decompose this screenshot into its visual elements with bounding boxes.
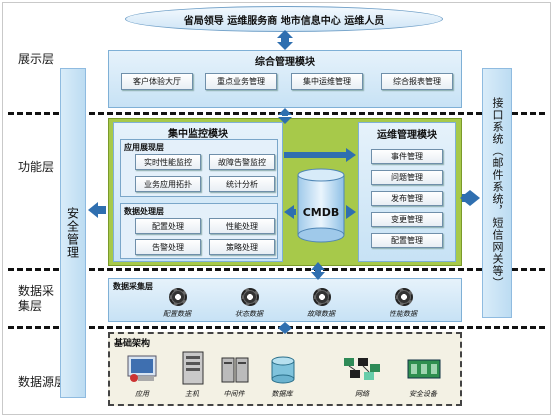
infra-security-label: 安全设备 [409,390,437,398]
ops-item-release: 发布管理 [371,191,443,206]
integrated-item-key-business: 重点业务管理 [205,73,277,90]
gear-icon [313,288,331,306]
collection-title: 数据采集层 [113,282,153,291]
proc-item-alarm: 告警处理 [135,239,201,255]
app-item-statistics: 统计分析 [209,176,275,192]
separator-collect [8,326,545,329]
integrated-item-centralized-ops: 集中运维管理 [291,73,363,90]
collection-status-data: 状态数据 [235,310,263,318]
proc-item-policy: 策略处理 [209,239,275,255]
infra-database-label: 数据库 [271,390,293,398]
middleware-icon [221,357,249,383]
infra-app-label: 应用 [135,390,149,398]
gear-icon [241,288,259,306]
app-layer-title: 应用展现层 [124,143,164,152]
app-layer-box: 应用展现层 实时性能监控 故障告警监控 业务应用拓扑 统计分析 [120,139,278,197]
gear-icon [395,288,413,306]
infra-title: 基础架构 [114,339,151,349]
security-label: 安全管理 [65,207,80,259]
ops-item-event: 事件管理 [371,149,443,164]
app-item-realtime: 实时性能监控 [135,154,201,170]
monitor-title: 集中监控模块 [168,129,228,140]
interface-bar: 接口系统（邮件系统，短信网关等） [482,68,512,318]
infra-host-label: 主机 [185,390,199,398]
separator-display [8,112,545,115]
proc-item-performance: 性能处理 [209,218,275,234]
ops-item-change: 变更管理 [371,212,443,227]
integrated-title: 综合管理模块 [255,57,315,68]
users-ellipse: 省局领导 运维服务商 地市信息中心 运维人员 [125,6,443,32]
integrated-module: 综合管理模块 客户体验大厅 重点业务管理 集中运维管理 综合报表管理 [108,50,462,108]
cmdb-cylinder [297,168,345,243]
users-label: 省局领导 运维服务商 地市信息中心 运维人员 [183,15,385,27]
collection-performance-data: 性能数据 [389,310,417,318]
security-bar: 安全管理 [60,68,86,398]
integrated-item-report: 综合报表管理 [381,73,453,90]
ops-module: 运维管理模块 事件管理 问题管理 发布管理 变更管理 配置管理 [358,122,456,262]
cmdb-label: CMDB [302,206,340,219]
collection-config-data: 配置数据 [163,310,191,318]
collection-fault-data: 故障数据 [307,310,335,318]
monitor-module: 集中监控模块 应用展现层 实时性能监控 故障告警监控 业务应用拓扑 统计分析 数… [113,122,283,262]
network-icon [344,358,380,380]
separator-function [8,268,545,271]
ops-item-problem: 问题管理 [371,170,443,185]
layer-collect-label-2: 集层 [18,299,43,313]
layer-source-label: 数据源层 [18,375,67,389]
application-icon [127,355,157,382]
ops-item-config: 配置管理 [371,233,443,248]
firewall-icon [407,359,441,379]
infra-module: 基础架构 应用 主机 中间件 数据库 网络 安 [108,332,462,406]
collection-module: 数据采集层 配置数据 状态数据 故障数据 性能数据 [108,278,462,322]
layer-collect-label-1: 数据采 [18,284,55,298]
proc-layer-box: 数据处理层 配置处理 性能处理 告警处理 策略处理 [120,203,278,259]
infra-network-label: 网络 [355,390,369,398]
proc-layer-title: 数据处理层 [124,207,164,216]
app-item-topology: 业务应用拓扑 [135,176,201,192]
server-icon [182,351,204,385]
ops-title: 运维管理模块 [377,130,437,141]
integrated-item-customer: 客户体验大厅 [121,73,193,90]
layer-function-label: 功能层 [18,160,55,174]
database-icon [271,356,295,384]
app-item-fault-alarm: 故障告警监控 [209,154,275,170]
gear-icon [169,288,187,306]
infra-middleware-label: 中间件 [223,390,245,398]
interface-label: 接口系统（邮件系统，短信网关等） [491,97,504,289]
layer-display-label: 展示层 [18,52,55,66]
proc-item-config: 配置处理 [135,218,201,234]
